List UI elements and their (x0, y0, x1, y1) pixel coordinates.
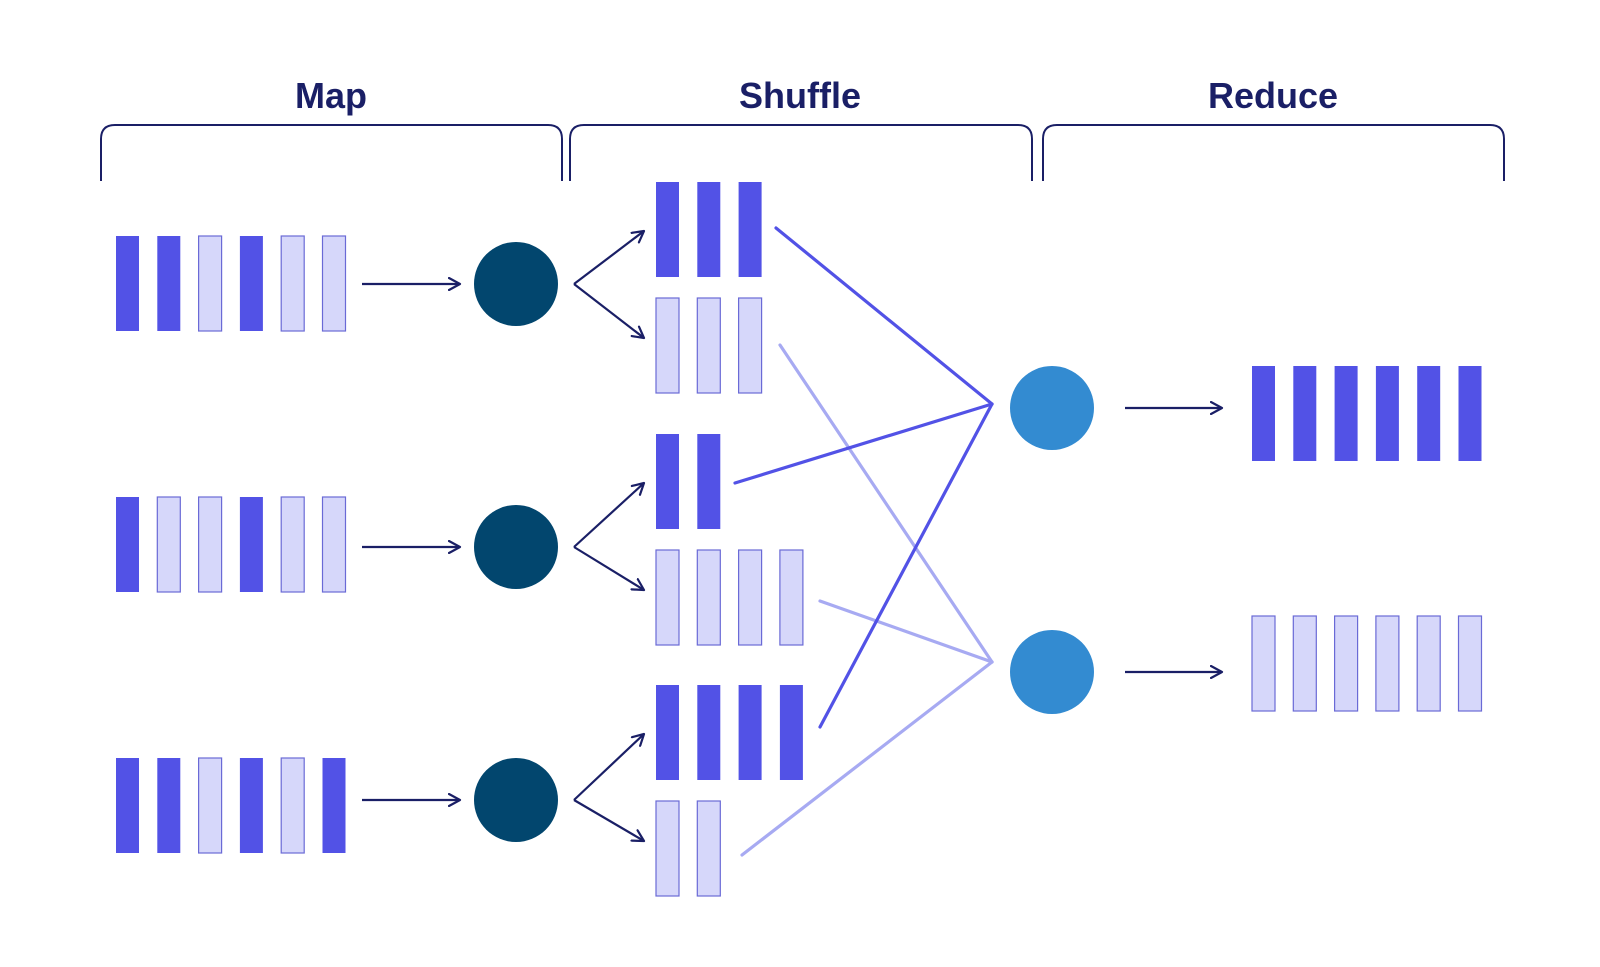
record-bar-dark (157, 758, 181, 853)
record-bar-light (696, 297, 721, 394)
stage-label-reduce: Reduce (1208, 75, 1338, 116)
record-bar-dark (738, 685, 762, 780)
record-bar-light (1292, 615, 1317, 712)
record-bar-light (696, 549, 721, 646)
record-bar-light (1251, 615, 1276, 712)
record-bar-light (280, 496, 305, 593)
shuffle-connector-line (733, 402, 994, 485)
split-arrow (573, 231, 644, 285)
stage-bracket-map (100, 124, 563, 181)
record-bar-light (198, 235, 223, 332)
processing-nodes (474, 242, 1094, 842)
shuffle-connector-line (818, 599, 994, 664)
record-bar-dark (1458, 366, 1482, 461)
record-bar-dark (239, 497, 263, 592)
record-bars (116, 182, 1483, 897)
mapper-node (474, 758, 558, 842)
record-bar-light (1457, 615, 1483, 712)
record-bar-dark (656, 434, 679, 529)
record-bar-dark (116, 758, 139, 853)
record-bar-light (321, 496, 347, 593)
record-bar-dark (1375, 366, 1399, 461)
record-bar-light (198, 496, 223, 593)
record-bar-dark (239, 758, 263, 853)
record-bar-dark (656, 685, 679, 780)
stage-bracket-reduce (1042, 124, 1505, 181)
record-bar-light (655, 549, 680, 646)
record-bar-dark (1293, 366, 1317, 461)
split-arrow (573, 483, 644, 548)
shuffle-connector-line (818, 402, 994, 729)
record-bar-dark (1417, 366, 1441, 461)
record-bar-dark (1334, 366, 1358, 461)
record-bar-dark (697, 685, 721, 780)
record-bar-dark (239, 236, 263, 331)
record-bar-light (1333, 615, 1359, 712)
record-bar-dark (697, 182, 721, 277)
record-bar-light (280, 757, 305, 854)
record-bar-light (779, 549, 804, 646)
reducer-node (1010, 366, 1094, 450)
record-bar-dark (656, 182, 679, 277)
record-bar-light (321, 235, 347, 332)
record-bar-dark (697, 434, 721, 529)
record-bar-light (156, 496, 181, 593)
record-bar-light (655, 297, 680, 394)
split-arrow (573, 283, 644, 338)
record-bar-light (198, 757, 223, 854)
split-arrow (573, 799, 644, 841)
shuffle-connector-line (778, 343, 994, 664)
split-arrow (573, 734, 644, 801)
record-bar-dark (738, 182, 762, 277)
record-bar-dark (322, 758, 346, 853)
shuffle-connector-line (740, 660, 994, 857)
flow-arrows (362, 231, 1222, 841)
mapper-node (474, 242, 558, 326)
record-bar-dark (779, 685, 803, 780)
record-bar-dark (157, 236, 181, 331)
record-bar-light (696, 800, 721, 897)
record-bar-light (737, 549, 763, 646)
record-bar-light (280, 235, 305, 332)
mapper-node (474, 505, 558, 589)
record-bar-light (737, 297, 763, 394)
record-bar-light (1375, 615, 1400, 712)
stage-label-map: Map (295, 75, 367, 116)
split-arrow (573, 546, 644, 590)
record-bar-dark (116, 497, 139, 592)
record-bar-dark (1252, 366, 1275, 461)
reducer-node (1010, 630, 1094, 714)
stage-bracket-shuffle (569, 124, 1033, 181)
shuffle-connector-line (774, 226, 994, 406)
record-bar-light (1416, 615, 1441, 712)
stage-label-shuffle: Shuffle (739, 75, 861, 116)
shuffle-connectors (733, 226, 994, 857)
record-bar-light (655, 800, 680, 897)
record-bar-dark (116, 236, 139, 331)
